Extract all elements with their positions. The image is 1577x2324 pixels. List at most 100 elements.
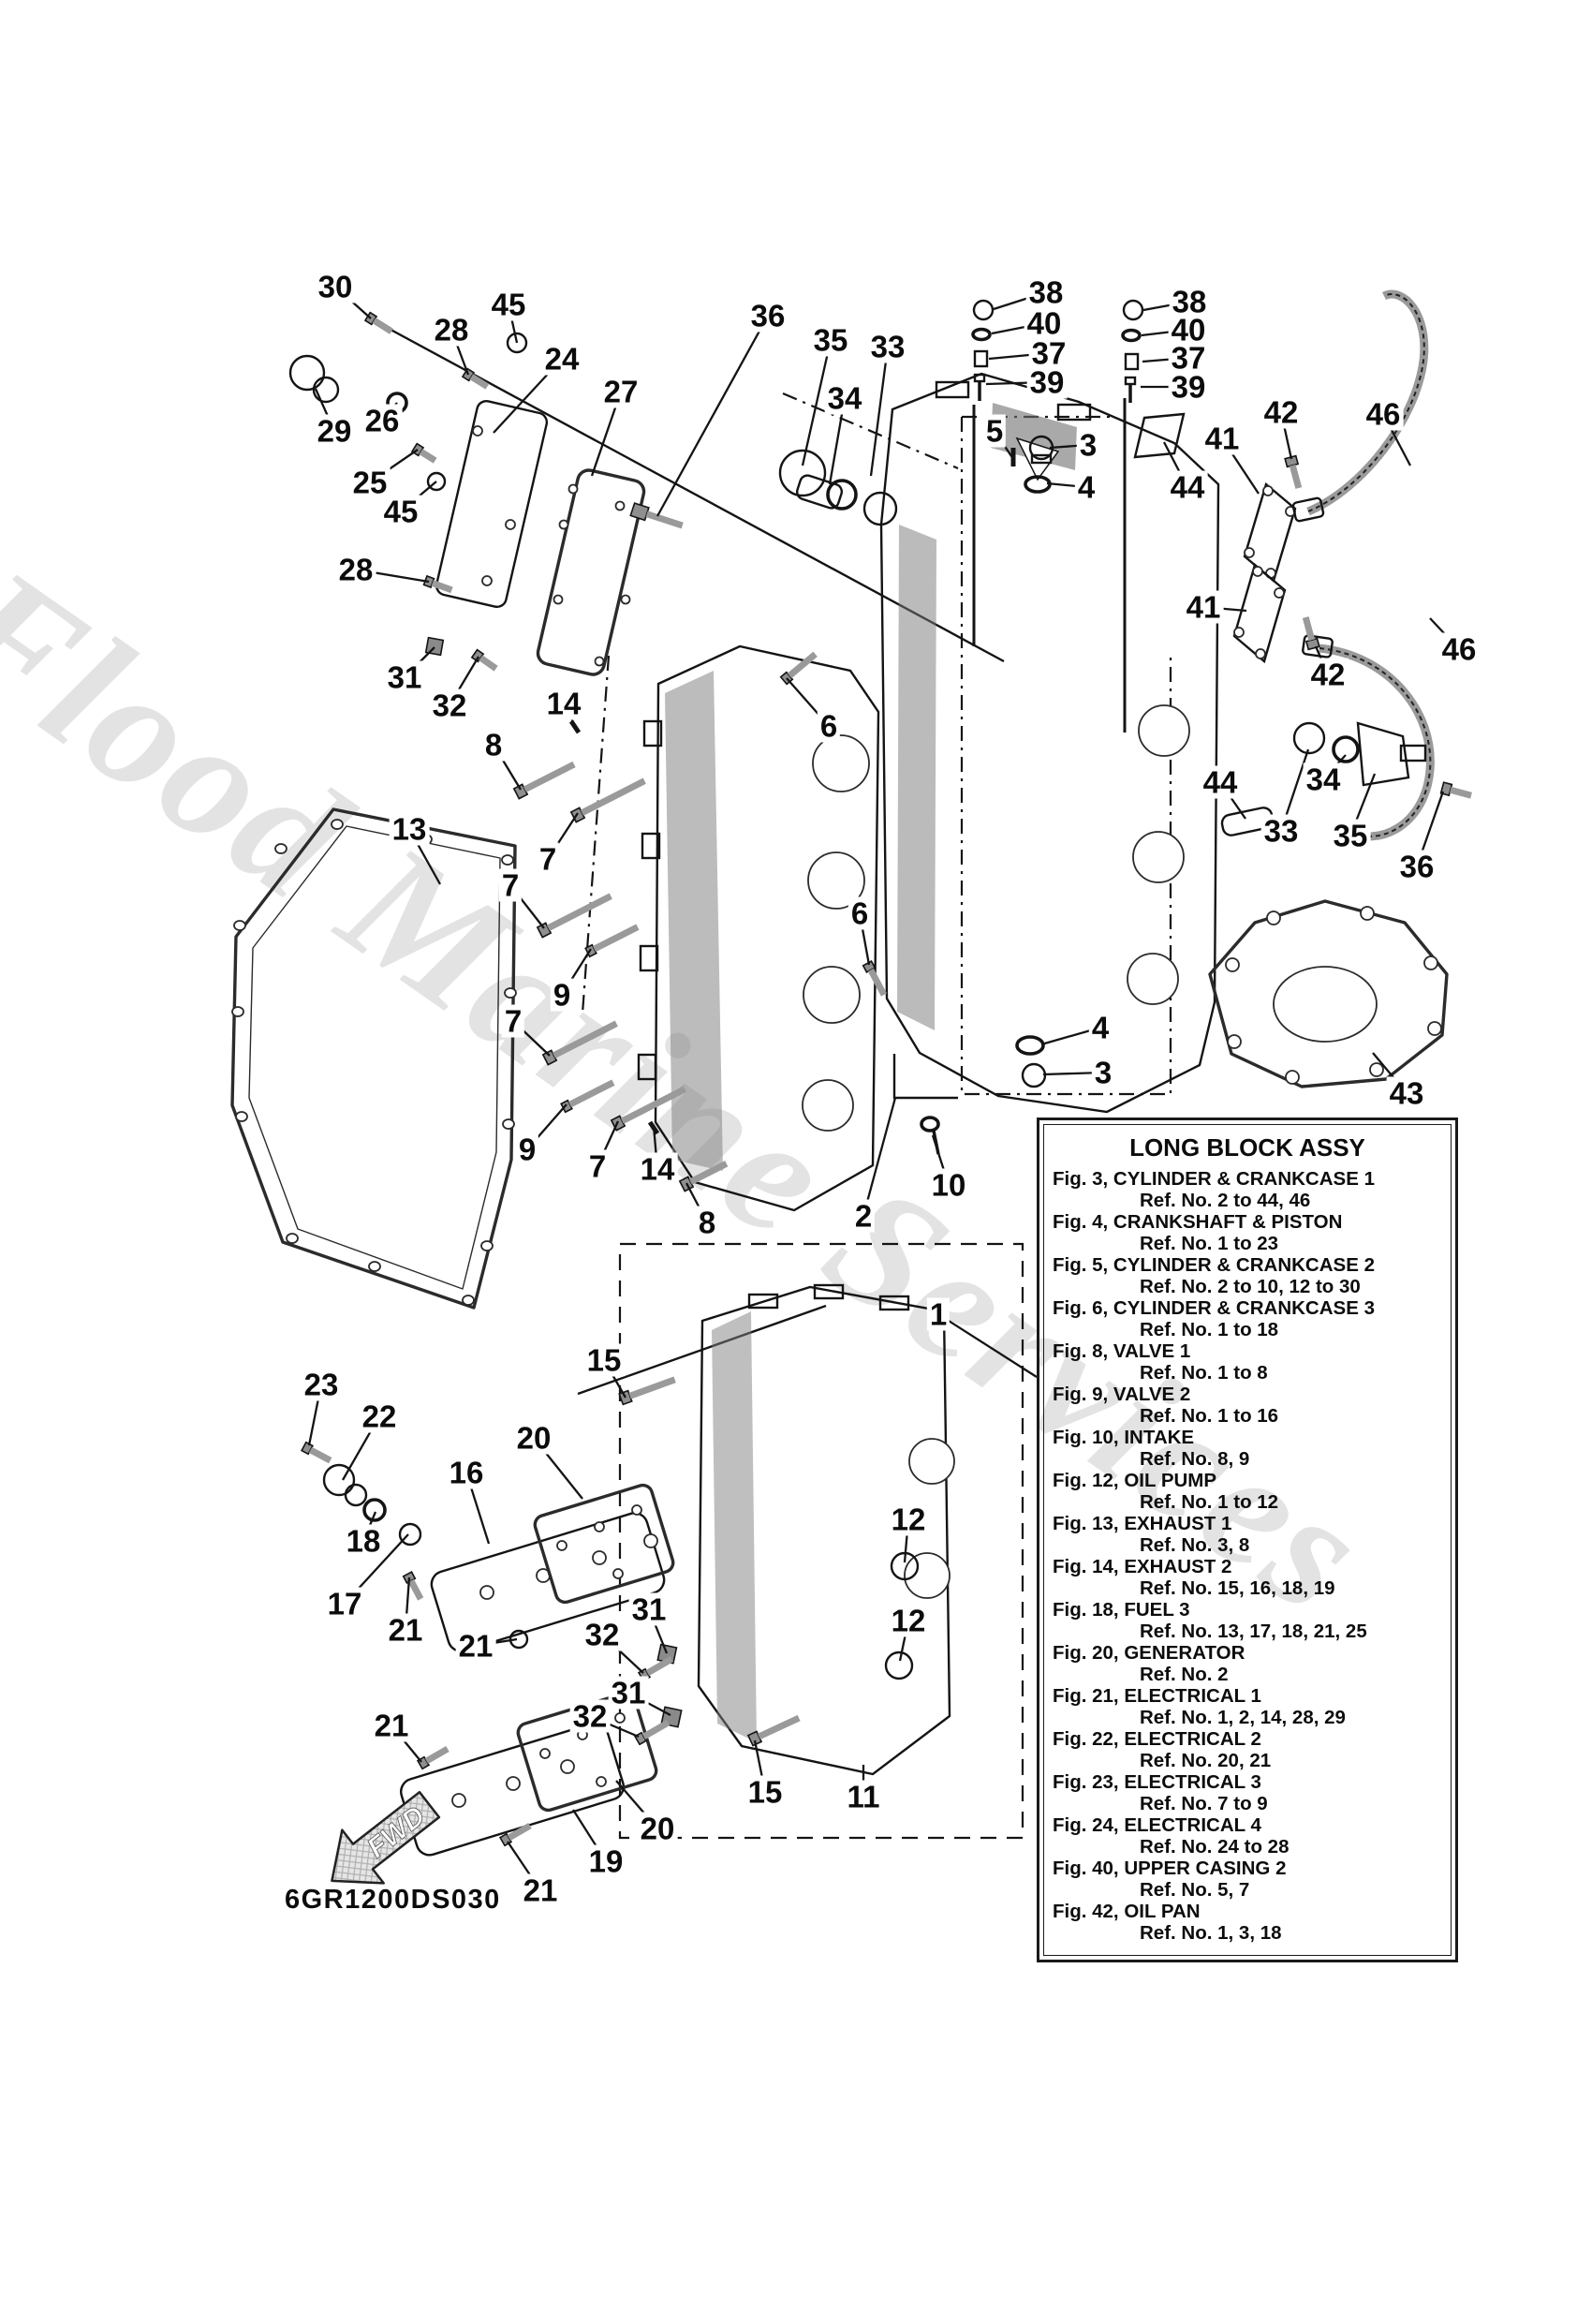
callout-19: 19	[585, 1844, 626, 1878]
callout-31: 31	[608, 1676, 649, 1710]
callout-16: 16	[446, 1456, 487, 1489]
callout-33: 33	[867, 330, 908, 363]
legend-entry-fig: Fig. 23, ELECTRICAL 3	[1053, 1771, 1261, 1793]
callout-45: 45	[488, 288, 529, 321]
legend-entry-ref: Ref. No. 1 to 18	[1140, 1319, 1279, 1340]
legend-entry-fig: Fig. 6, CYLINDER & CRANKCASE 3	[1053, 1297, 1375, 1319]
cylinder-block-bottom	[697, 1283, 955, 1776]
legend-entry-fig: Fig. 40, UPPER CASING 2	[1053, 1858, 1287, 1879]
callout-31: 31	[628, 1592, 670, 1626]
callout-9: 9	[550, 978, 574, 1012]
legend-entry-ref: Ref. No. 2 to 10, 12 to 30	[1140, 1276, 1361, 1297]
callout-45: 45	[380, 495, 421, 528]
callout-3: 3	[1076, 428, 1100, 462]
callout-14: 14	[637, 1152, 678, 1186]
callout-7: 7	[536, 842, 560, 876]
legend-entry-ref: Ref. No. 2	[1140, 1664, 1229, 1685]
callout-15: 15	[583, 1343, 625, 1377]
callout-10: 10	[928, 1168, 969, 1202]
crankcase-half-block	[637, 644, 880, 1212]
callout-28: 28	[431, 313, 472, 347]
legend-entry-fig: Fig. 10, INTAKE	[1053, 1427, 1195, 1448]
legend-entry-fig: Fig. 13, EXHAUST 1	[1053, 1513, 1232, 1534]
callout-41: 41	[1201, 422, 1243, 455]
legend-entry-ref: Ref. No. 1, 2, 14, 28, 29	[1140, 1707, 1346, 1728]
legend-entry-ref: Ref. No. 15, 16, 18, 19	[1140, 1577, 1335, 1599]
callout-leader	[869, 346, 890, 477]
callout-3: 3	[1091, 1056, 1115, 1089]
callout-28: 28	[335, 553, 376, 586]
legend-entry-ref: Ref. No. 8, 9	[1140, 1448, 1250, 1470]
callout-leader	[801, 339, 833, 466]
callout-18: 18	[343, 1524, 384, 1558]
legend-entry-fig: Fig. 24, ELECTRICAL 4	[1053, 1814, 1261, 1836]
callout-34: 34	[1303, 762, 1344, 796]
legend-entry-ref: Ref. No. 1 to 12	[1140, 1491, 1279, 1513]
callout-26: 26	[361, 404, 403, 437]
thermostat-cluster-right	[1292, 721, 1472, 799]
callout-46: 46	[1363, 397, 1404, 431]
callout-32: 32	[429, 688, 470, 722]
callout-34: 34	[824, 381, 865, 415]
callout-30: 30	[315, 270, 356, 303]
legend-entry-ref: Ref. No. 7 to 9	[1140, 1793, 1268, 1814]
legend-entry-fig: Fig. 42, OIL PAN	[1053, 1901, 1201, 1922]
legend-entry-ref: Ref. No. 1 to 23	[1140, 1233, 1279, 1254]
legend-entry-fig: Fig. 9, VALVE 2	[1053, 1384, 1191, 1405]
callout-32: 32	[582, 1618, 623, 1651]
cam-plate-24	[435, 399, 549, 609]
callout-35: 35	[1330, 819, 1371, 852]
callout-42: 42	[1260, 395, 1302, 429]
legend-entry-fig: Fig. 5, CYLINDER & CRANKCASE 2	[1053, 1254, 1375, 1276]
callout-37: 37	[1028, 336, 1069, 370]
callout-14: 14	[543, 687, 584, 720]
callout-37: 37	[1168, 341, 1209, 375]
manifold-gasket-20a	[533, 1483, 675, 1605]
callout-35: 35	[810, 323, 851, 357]
legend-entry-ref: Ref. No. 1, 3, 18	[1140, 1922, 1282, 1944]
legend-entry-fig: Fig. 4, CRANKSHAFT & PISTON	[1053, 1211, 1343, 1233]
callout-2: 2	[851, 1199, 876, 1233]
callout-38: 38	[1169, 285, 1210, 318]
callout-43: 43	[1386, 1076, 1427, 1110]
exhaust-manifold-16	[430, 1512, 666, 1652]
callout-5: 5	[982, 414, 1007, 448]
bolt-42a	[1284, 454, 1303, 489]
callout-leader	[862, 1097, 897, 1217]
legend-entry-ref: Ref. No. 3, 8	[1140, 1534, 1250, 1556]
callout-4: 4	[1074, 470, 1098, 504]
legend-entry-ref: Ref. No. 1 to 16	[1140, 1405, 1279, 1427]
legend-entry-fig: Fig. 20, GENERATOR	[1053, 1642, 1245, 1664]
thermostat-cluster-top	[629, 449, 898, 529]
legend-entry-fig: Fig. 22, ELECTRICAL 2	[1053, 1728, 1261, 1750]
callout-6: 6	[847, 896, 872, 930]
callout-36: 36	[1396, 850, 1437, 883]
head-gasket-43	[1208, 899, 1449, 1088]
callout-40: 40	[1024, 306, 1065, 340]
fastener-column-left	[971, 299, 995, 401]
fastener-column-right	[1121, 299, 1144, 403]
callout-44: 44	[1167, 470, 1208, 504]
legend-entry-ref: Ref. No. 5, 7	[1140, 1879, 1250, 1901]
callout-33: 33	[1260, 814, 1302, 848]
callout-29: 29	[314, 414, 355, 448]
callout-31: 31	[384, 660, 425, 694]
callout-7: 7	[498, 868, 523, 902]
callout-27: 27	[600, 375, 641, 408]
callout-leader	[656, 315, 770, 517]
part-code: 6GR1200DS030	[285, 1885, 501, 1915]
callout-41: 41	[1183, 590, 1224, 624]
legend-entry-fig: Fig. 12, OIL PUMP	[1053, 1470, 1217, 1491]
legend-entry-ref: Ref. No. 24 to 28	[1140, 1836, 1290, 1858]
callout-25: 25	[349, 466, 391, 499]
callout-13: 13	[389, 812, 430, 846]
callout-15: 15	[744, 1775, 786, 1809]
legend-entry-ref: Ref. No. 20, 21	[1140, 1750, 1272, 1771]
electrical-plate-41b	[1232, 562, 1287, 664]
callout-32: 32	[569, 1699, 611, 1733]
legend-entry-fig: Fig. 14, EXHAUST 2	[1053, 1556, 1232, 1577]
callout-17: 17	[324, 1587, 365, 1621]
legend-title: LONG BLOCK ASSY	[1129, 1133, 1365, 1162]
callout-38: 38	[1025, 275, 1067, 309]
